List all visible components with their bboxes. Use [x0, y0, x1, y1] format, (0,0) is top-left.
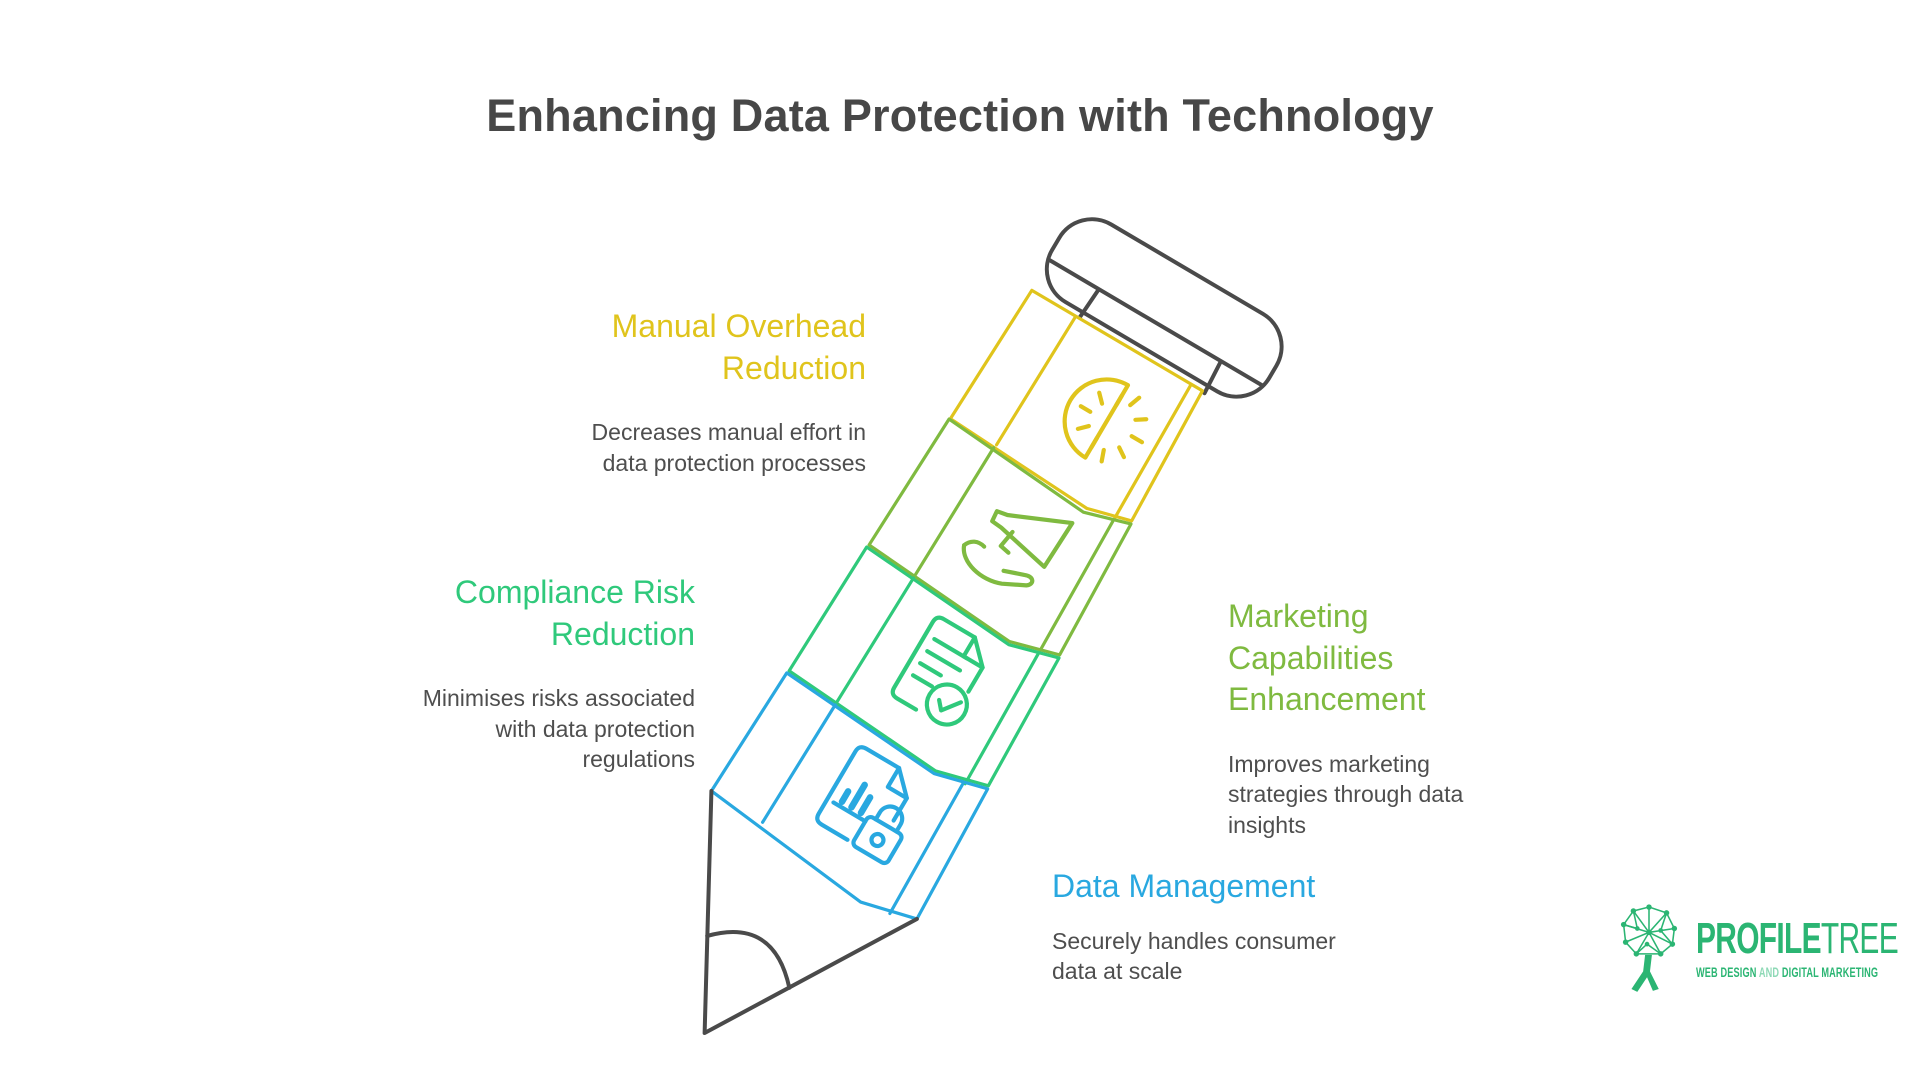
- pencil-tip: [702, 788, 919, 1036]
- profiletree-wordmark: PROFILETREE WEB DESIGN AND DIGITAL MARKE…: [1696, 913, 1899, 980]
- item-description-marketing-capabilities: Improves marketing strategies through da…: [1228, 750, 1464, 838]
- item-description-manual-overhead: Decreases manual effort in data protecti…: [591, 419, 866, 476]
- logo-brand-bold: PROFILE: [1696, 913, 1822, 963]
- page-title: Enhancing Data Protection with Technolog…: [486, 90, 1434, 141]
- item-block-compliance-risk: Compliance Risk Reduction Minimises risk…: [423, 572, 695, 774]
- chart-lock-icon: [815, 745, 909, 866]
- pencil-segment-marketing: [867, 417, 1133, 657]
- profiletree-logo: PROFILETREE WEB DESIGN AND DIGITAL MARKE…: [1610, 898, 1920, 998]
- pencil-ferrule-band: [1046, 257, 1265, 388]
- pencil-segment-manual-overhead: [948, 288, 1205, 523]
- logo-tagline-web: WEB DESIGN: [1696, 964, 1757, 980]
- pencil-eraser-cap: [1044, 217, 1284, 399]
- item-description-compliance-risk: Minimises risks associated with data pro…: [422, 685, 695, 772]
- logo-tagline-and: AND: [1758, 964, 1780, 980]
- pencil-segment-compliance: [787, 545, 1061, 788]
- profiletree-tree-icon: [1620, 904, 1678, 992]
- gauge-icon: [1062, 377, 1149, 464]
- megaphone-hand-icon: [961, 509, 1075, 588]
- logo-tagline: WEB DESIGN AND DIGITAL MARKETING: [1696, 965, 1898, 980]
- item-block-data-management: Data Management Securely handles consume…: [1052, 866, 1336, 986]
- item-block-manual-overhead: Manual Overhead Reduction Decreases manu…: [592, 306, 866, 478]
- item-heading-marketing-capabilities: Marketing Capabilities Enhancement: [1228, 598, 1426, 718]
- document-check-icon: [890, 615, 985, 727]
- item-block-marketing-capabilities: Marketing Capabilities Enhancement Impro…: [1228, 596, 1463, 840]
- item-heading-manual-overhead: Manual Overhead Reduction: [611, 308, 866, 386]
- item-description-data-management: Securely handles consumer data at scale: [1052, 927, 1336, 984]
- item-heading-compliance-risk: Compliance Risk Reduction: [454, 574, 695, 652]
- logo-brand-light: TREE: [1820, 913, 1899, 963]
- logo-tagline-marketing: DIGITAL MARKETING: [1781, 964, 1879, 980]
- pencil-tip-arc: [705, 930, 792, 990]
- item-heading-data-management: Data Management: [1052, 868, 1316, 904]
